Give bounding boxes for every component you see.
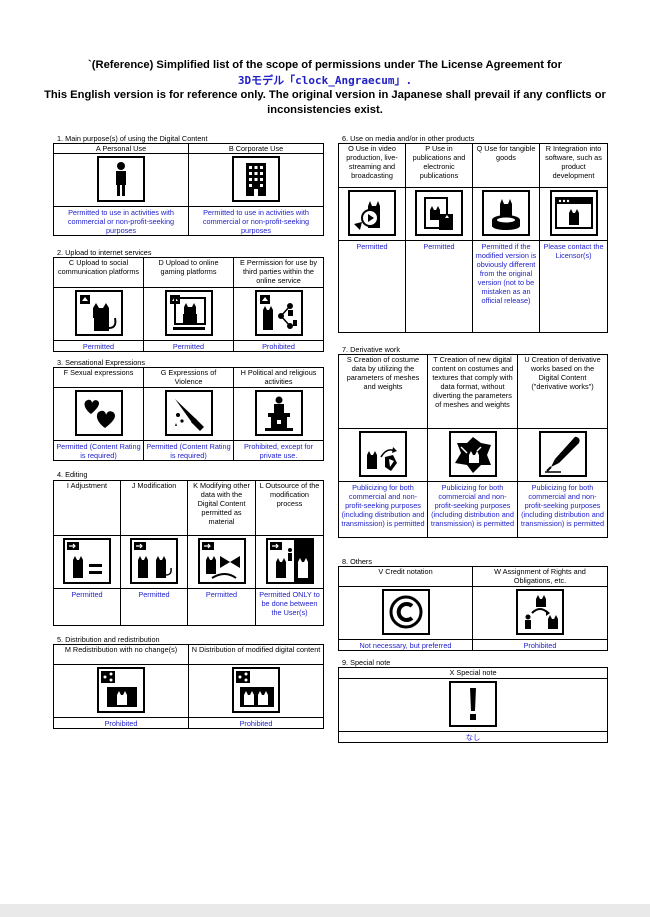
item-f-label: F Sexual expressions (53, 367, 144, 388)
section-4-title: 4. Editing (57, 470, 88, 479)
item-m-status: Prohibited (53, 717, 189, 729)
item-q-status: Permitted if the modified version is obv… (472, 240, 540, 333)
hearts-icon (74, 390, 123, 436)
item-h-label: H Political and religious activities (233, 367, 324, 388)
section-6-title: 6. Use on media and/or in other products (342, 134, 475, 143)
item-p-status: Permitted (405, 240, 473, 333)
section-9-table: X Special note なし (338, 667, 608, 743)
item-s-label: S Creation of costume data by utilizing … (338, 354, 428, 429)
item-h-status: Prohibited, except for private use. (233, 440, 324, 461)
item-n-label: N Distribution of modified digital conte… (188, 644, 324, 665)
exclamation-icon (449, 681, 497, 727)
item-d-status: Permitted (143, 340, 234, 352)
item-m-label: M Redistribution with no change(s) (53, 644, 189, 665)
header-line-3: This English version is for reference on… (44, 89, 606, 116)
cat-costume-icon (359, 431, 407, 477)
item-j-status: Permitted (120, 588, 188, 626)
item-j-label: J Modification (120, 480, 188, 536)
cat-software-icon (549, 190, 598, 236)
cat-texture-icon (448, 431, 497, 477)
cat-equal-icon (63, 538, 111, 584)
item-k-label: K Modifying other data with the Digital … (187, 480, 256, 536)
item-t-status: Publicizing for both commercial and non-… (427, 481, 518, 538)
cat-pair-icon (130, 538, 178, 584)
section-7-table: S Creation of costume data by utilizing … (338, 354, 608, 538)
item-a-label: A Personal Use (53, 143, 189, 154)
item-k-status: Permitted (187, 588, 256, 626)
item-v-label: V Credit notation (338, 566, 473, 587)
item-c-status: Permitted (53, 340, 144, 352)
knife-icon (164, 390, 213, 436)
section-8-table: V Credit notation W Assignment of Rights… (338, 566, 608, 651)
item-o-label: O Use in video production, live-streamin… (338, 143, 406, 188)
item-u-status: Publicizing for both commercial and non-… (517, 481, 608, 538)
pen-icon (538, 431, 587, 477)
item-v-status: Not necessary, but preferred (338, 639, 473, 651)
item-i-label: I Adjustment (53, 480, 121, 536)
cat-upload-icon (74, 290, 123, 336)
item-i-status: Permitted (53, 588, 121, 626)
item-u-label: U Creation of derivative works based on … (517, 354, 608, 429)
item-q-label: Q Use for tangible goods (472, 143, 540, 188)
cat-distribute-mod-icon (232, 667, 280, 713)
item-x-label: X Special note (338, 667, 608, 679)
item-c-label: C Upload to social communication platfor… (53, 257, 144, 288)
item-o-status: Permitted (338, 240, 406, 333)
podium-icon (254, 390, 303, 436)
cat-share-icon (254, 290, 303, 336)
item-s-status: Publicizing for both commercial and non-… (338, 481, 428, 538)
item-g-status: Permitted (Content Rating is required) (143, 440, 234, 461)
item-t-label: T Creation of new digital content on cos… (427, 354, 518, 429)
item-b-label: B Corporate Use (188, 143, 324, 154)
item-e-status: Prohibited (233, 340, 324, 352)
item-r-label: R Integration into software, such as pro… (539, 143, 608, 188)
section-7-title: 7. Derivative work (342, 345, 400, 354)
item-b-status: Permitted to use in activities with comm… (188, 206, 324, 236)
copyright-icon (381, 589, 430, 635)
section-3-title: 3. Sensational Expressions (57, 358, 146, 367)
cat-monitor-icon (164, 290, 213, 336)
section-5-title: 5. Distribution and redistribution (57, 635, 160, 644)
item-d-label: D Upload to online gaming platforms (143, 257, 234, 288)
cat-goods-icon (482, 190, 530, 236)
section-2-title: 2. Upload to internet services (57, 248, 152, 257)
item-r-status: Please contact the Licensor(s) (539, 240, 608, 333)
item-a-status: Permitted to use in activities with comm… (53, 206, 189, 236)
section-2-table: C Upload to social communication platfor… (53, 257, 324, 352)
item-w-label: W Assignment of Rights and Obligations, … (472, 566, 608, 587)
section-8-title: 8. Others (342, 557, 373, 566)
cat-video-icon (348, 190, 396, 236)
item-w-status: Prohibited (472, 639, 608, 651)
cat-bow-icon (197, 538, 246, 584)
item-l-label: L Outsource of the modification process (255, 480, 324, 536)
viewer-bottom-bar (0, 904, 650, 917)
header-line-1: `(Reference) Simplified list of the scop… (88, 59, 562, 71)
item-f-status: Permitted (Content Rating is required) (53, 440, 144, 461)
cat-outsource-icon (265, 538, 314, 584)
person-icon (97, 156, 145, 202)
cat-book-icon (415, 190, 463, 236)
section-5-table: M Redistribution with no change(s) N Dis… (53, 644, 324, 729)
item-l-status: Permitted ONLY to be done between the Us… (255, 588, 324, 626)
item-n-status: Prohibited (188, 717, 324, 729)
item-e-label: E Permission for use by third parties wi… (233, 257, 324, 288)
section-9-title: 9. Special note (342, 658, 391, 667)
item-g-label: G Expressions of Violence (143, 367, 234, 388)
section-4-table: I Adjustment J Modification K Modifying … (53, 480, 324, 626)
cat-transfer-icon (516, 589, 564, 635)
section-1-table: A Personal Use B Corporate Use Permitted… (53, 143, 324, 236)
item-p-label: P Use in publications and electronic pub… (405, 143, 473, 188)
section-1-title: 1. Main purpose(s) of using the Digital … (57, 134, 208, 143)
item-x-status: なし (338, 731, 608, 743)
section-3-table: F Sexual expressions G Expressions of Vi… (53, 367, 324, 461)
page-header: `(Reference) Simplified list of the scop… (40, 58, 610, 118)
section-6-table: O Use in video production, live-streamin… (338, 143, 608, 333)
cat-redistribute-icon (97, 667, 145, 713)
header-line-2: 3Dモデル「clock_Angraecum」. (237, 74, 413, 87)
building-icon (232, 156, 280, 202)
